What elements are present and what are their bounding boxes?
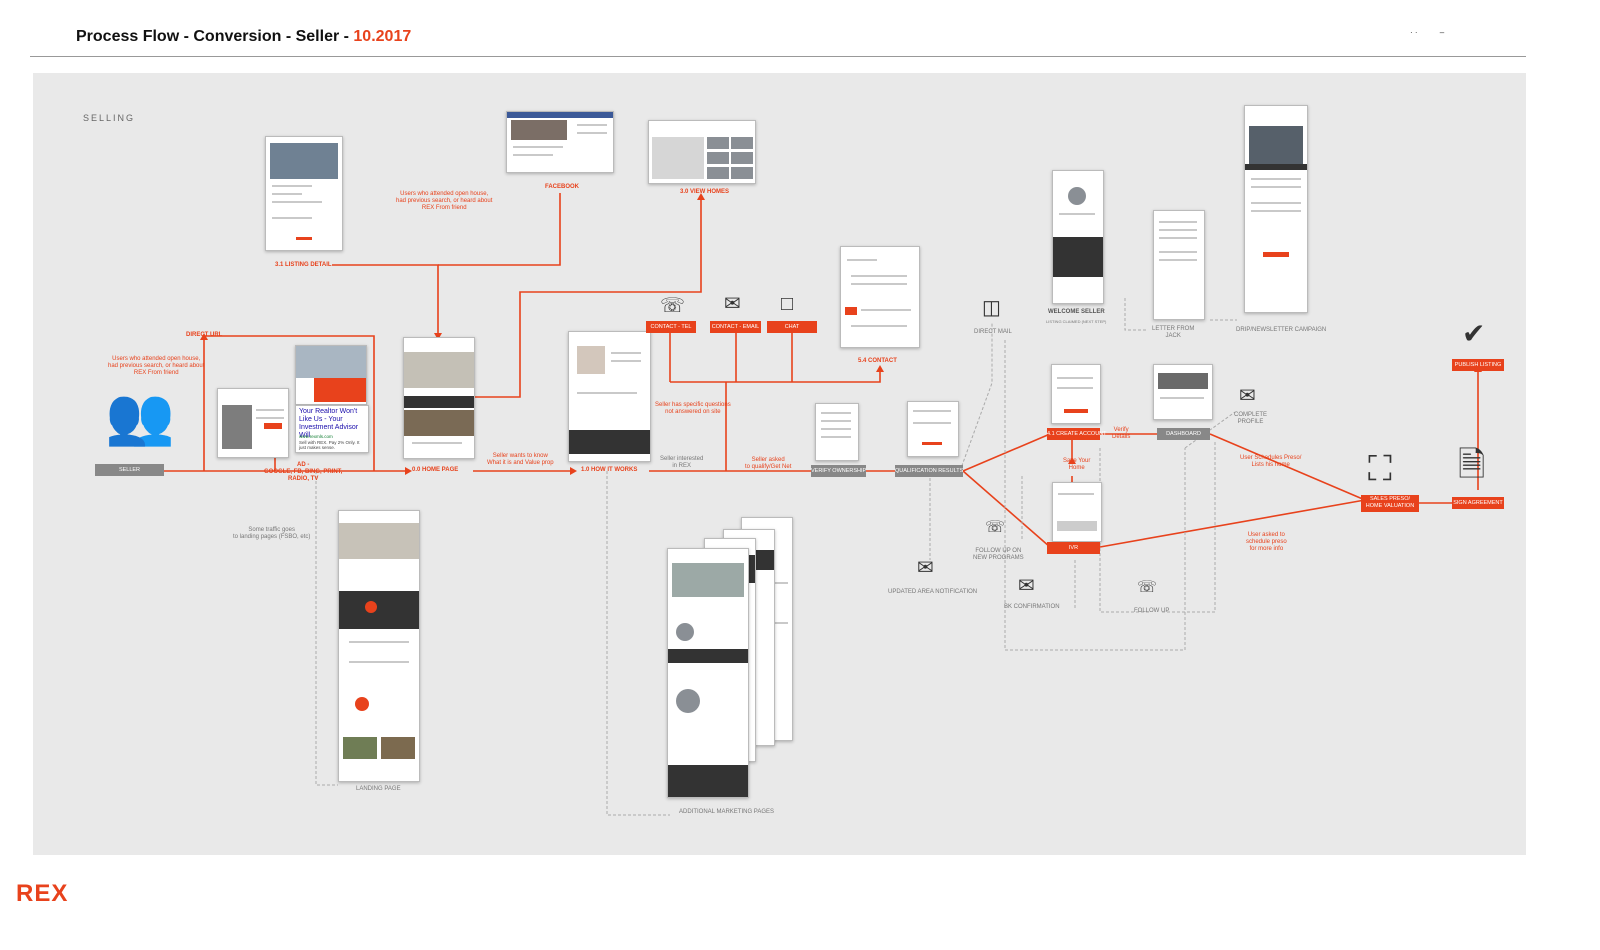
search-ad-thumbnail: Your Realtor Won't Like Us - Your Invest… [295,405,369,453]
qualification-thumbnail [907,401,959,457]
social-ad-thumbnail [295,345,367,405]
listing-detail-label: 3.1 LISTING DETAIL [275,262,332,268]
header-marks: · · ‒ [1410,28,1445,37]
follow-up-programs-label: FOLLOW UP ON NEW PROGRAMS [973,548,1024,561]
complete-profile-label: COMPLETE PROFILE [1234,412,1268,425]
open-house-note-left: Users who attended open house, had previ… [108,356,205,376]
phone-icon: ☏ [1137,579,1158,596]
phone-icon: ☏ [985,519,1006,536]
create-account-box: 4.1 CREATE ACCOUNT [1047,428,1107,440]
phone-icon: ☏ [660,295,686,317]
landing-page-thumbnail [338,510,420,782]
welcome-seller-label: WELCOME SELLER [1048,309,1105,315]
additional-pages-label: ADDITIONAL MARKETING PAGES [679,809,775,815]
traffic-note: Some traffic goes to landing pages (FSBO… [233,527,311,540]
qualification-results-box: QUALIFICATION RESULTS [895,465,963,477]
title-date: 10.2017 [353,28,412,45]
updated-area-label: UPDATED AREA NOTIFICATION [888,589,978,595]
follow-up-label: FOLLOW UP [1134,608,1170,614]
users-icon: 👥 [105,384,175,447]
email-at-icon: ✉ [1018,575,1035,597]
page-title: Process Flow - Conversion - Seller - 10.… [76,28,411,46]
welcome-seller-thumbnail [1052,170,1104,304]
chat-box: CHAT [767,321,817,333]
how-it-works-thumbnail [568,331,651,462]
drip-label: DRIP/NEWSLETTER CAMPAIGN [1236,327,1327,333]
view-homes-label: 3.0 VIEW HOMES [680,189,730,195]
rex-logo: REX [16,880,69,907]
specific-questions-note: Seller has specific questions not answer… [655,402,731,415]
checkmark-circle-icon: ✔ [1462,318,1486,349]
wants-to-know-note: Seller wants to know What it is and Valu… [487,453,554,466]
letter-thumbnail [1153,210,1205,320]
sign-agreement-box: SIGN AGREEMENT [1452,497,1504,509]
verify-ownership-thumbnail [815,403,859,461]
dashboard-thumbnail [1153,364,1213,420]
ivr-box: IVR [1047,542,1100,554]
signature-doc-icon: 🗎 [1458,446,1486,484]
asked-qualify-note: Seller asked to qualify/Get Net [745,457,792,470]
direct-url-label: DIRECT URL [186,332,223,338]
open-house-note-top: Users who attended open house, had previ… [396,191,493,211]
schedules-preso-note: User Schedules Preso/ Lists his home [1240,455,1302,468]
home-page-thumbnail [403,337,475,459]
verify-details-note: Verify Details [1112,427,1131,440]
ad-url: www.rexmls.com [299,434,333,439]
mailbox-icon: ◫ [982,297,1001,319]
facebook-thumbnail [506,111,614,173]
contact-label: 5.4 CONTACT [858,358,897,364]
view-homes-thumbnail [648,120,756,184]
seller-box: SELLER [95,464,164,476]
print-ad-thumbnail [217,388,289,458]
letter-label: LETTER FROM JACK [1152,326,1195,339]
direct-mail-label: DIRECT MAIL [974,329,1012,335]
verify-ownership-box: VERIFY OWNERSHIP [811,465,866,477]
email-at-icon: ✉ [917,557,934,579]
facebook-label: FACEBOOK [545,184,580,190]
ad-headline: Your Realtor Won't Like Us - Your Invest… [299,408,359,439]
bk-confirmation-label: BK CONFIRMATION [1004,604,1060,610]
home-page-label: 0.0 HOME PAGE [412,467,459,473]
contact-email-box: CONTACT - EMAIL [710,321,761,333]
landing-page-label: LANDING PAGE [356,786,401,792]
marketing-page-1-thumbnail [667,548,749,798]
dashboard-box: DASHBOARD [1157,428,1210,440]
contact-page-thumbnail [840,246,920,348]
thank-you-thumbnail [1052,482,1102,542]
welcome-seller-sublabel: LISTING CLAIMED (NEXT STEP) [1046,319,1107,324]
create-account-thumbnail [1051,364,1101,424]
sales-preso-box: SALES PRESO/ HOME VALUATION [1361,495,1419,512]
ad-label: AD - GOOGLE, FB, BING, PRINT, RADIO, TV [264,462,343,482]
section-label: SELLING [83,113,136,123]
contact-tel-box: CONTACT - TEL [646,321,696,333]
drip-campaign-thumbnail [1244,105,1308,313]
save-home-note: Save Your Home [1063,458,1091,471]
mail-icon: ✉ [724,293,741,315]
presenter-icon: ⛶ [1368,450,1392,488]
asked-schedule-note: User asked to schedule preso for more in… [1246,532,1287,552]
listing-detail-thumbnail [265,136,343,251]
chat-icon: □ [781,293,794,315]
email-at-icon: ✉ [1239,385,1256,407]
how-it-works-label: 1.0 HOW IT WORKS [581,467,638,473]
interested-note: Seller interested in REX [660,456,704,469]
ad-body: Sell with REX. Pay 2% Only. It just make… [299,440,360,450]
title-text: Process Flow - Conversion - Seller - [76,28,354,45]
publish-listing-box: PUBLISH LISTING [1452,359,1504,371]
header-divider [30,56,1526,57]
